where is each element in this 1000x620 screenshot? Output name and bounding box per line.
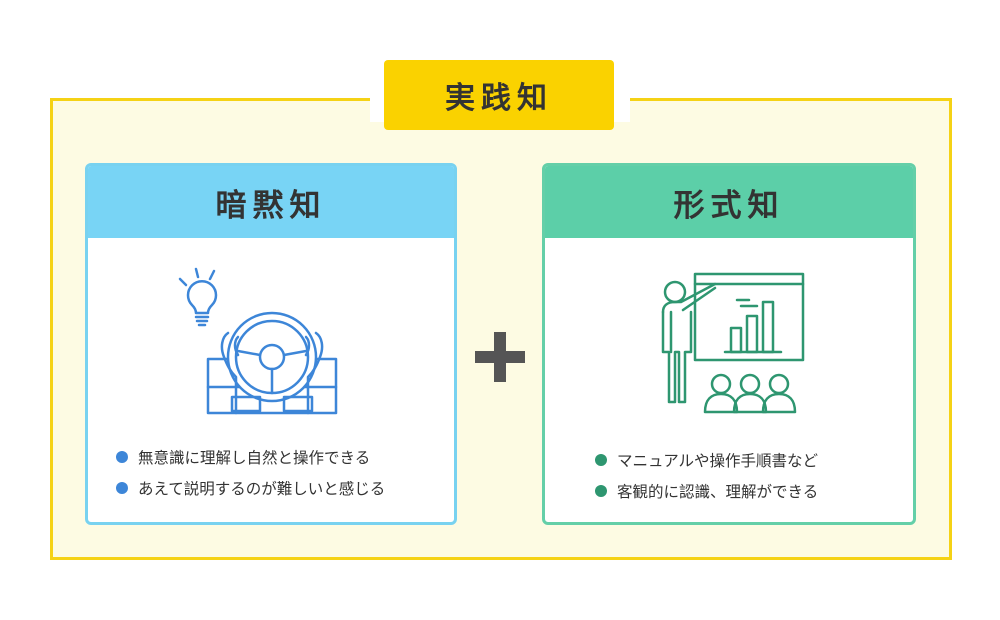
bullet-text: あえて説明するのが難しいと感じる bbox=[138, 479, 386, 498]
tacit-knowledge-card: 暗黙知 無意識に理解し自然と操作できる あえて説明するのが難しいと感じる bbox=[85, 163, 457, 525]
tacit-bullet-list: 無意識に理解し自然と操作できる あえて説明するのが難しいと感じる bbox=[88, 441, 454, 503]
explicit-knowledge-heading: 形式知 bbox=[545, 166, 913, 238]
steering-wheel-lightbulb-icon bbox=[178, 267, 338, 415]
explicit-bullet-list: マニュアルや操作手順書など 客観的に認識、理解ができる bbox=[545, 444, 913, 506]
list-item: 客観的に認識、理解ができる bbox=[595, 475, 913, 506]
tacit-knowledge-heading: 暗黙知 bbox=[88, 166, 454, 238]
explicit-knowledge-card: 形式知 マニュアルや操作手順書など 客観的に認識、理解ができる bbox=[542, 163, 916, 525]
bullet-dot bbox=[116, 481, 128, 494]
bullet-text: 客観的に認識、理解ができる bbox=[617, 482, 819, 501]
list-item: あえて説明するのが難しいと感じる bbox=[116, 472, 454, 503]
bullet-dot bbox=[595, 453, 607, 466]
explicit-heading-text: 形式知 bbox=[673, 187, 785, 224]
bullet-text: マニュアルや操作手順書など bbox=[617, 451, 819, 470]
title-badge: 実践知 bbox=[384, 60, 614, 130]
list-item: マニュアルや操作手順書など bbox=[595, 444, 913, 475]
bullet-text: 無意識に理解し自然と操作できる bbox=[138, 448, 371, 467]
plus-icon bbox=[475, 332, 525, 382]
bullet-dot bbox=[116, 450, 128, 463]
list-item: 無意識に理解し自然と操作できる bbox=[116, 441, 454, 472]
tacit-heading-text: 暗黙知 bbox=[215, 187, 327, 224]
presentation-chart-icon bbox=[661, 272, 805, 414]
bullet-dot bbox=[595, 484, 607, 497]
title-text: 実践知 bbox=[445, 81, 553, 116]
